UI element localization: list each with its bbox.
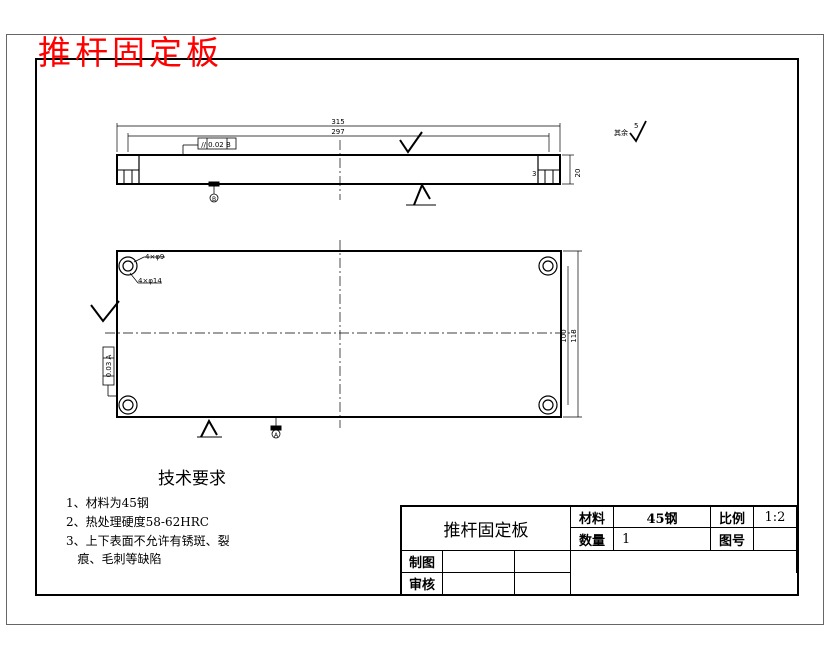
perpendicularity-text: 0.03 A (105, 354, 113, 377)
tb-checked-label: 审核 (408, 578, 435, 593)
general-finish-value: 5 (634, 122, 638, 130)
hole-leader-1 (133, 256, 145, 263)
flatness-text: // 0.02 B (201, 141, 231, 149)
surface-finish-left (90, 300, 120, 323)
dim-text-315: 315 (331, 118, 344, 126)
dim-text-297: 297 (331, 128, 344, 136)
tb-drawing-no-label: 图号 (718, 533, 745, 549)
tb-col-line-3 (514, 550, 515, 594)
flatness-frame (197, 137, 237, 150)
dim-text-height: 20 (574, 169, 582, 178)
general-finish-note: 其余 (614, 128, 628, 137)
hole-top-right (538, 256, 558, 276)
tech-requirements-title: 技术要求 (158, 469, 226, 489)
datum-a-triangle (270, 425, 282, 431)
general-finish (629, 120, 647, 143)
title-block: 推杆固定板 材料 45钢 比例 1:2 数量 1 图号 制图 审核 (400, 505, 798, 594)
tb-scale-label: 比例 (718, 511, 745, 527)
tb-col-line-5 (710, 505, 711, 550)
tech-item-1: 1、材料为45钢 (66, 496, 149, 510)
tb-quantity-value: 1 (622, 531, 631, 547)
hole-bottom-left (118, 395, 138, 415)
hole-top-left (118, 256, 138, 276)
surface-finish-bottom (413, 182, 431, 206)
datum-a-circle (271, 429, 281, 439)
tb-row-line-r2 (570, 550, 798, 551)
tech-item-4: 痕、毛刺等缺陷 (66, 552, 162, 566)
datum-b-triangle (208, 181, 220, 187)
tb-border-right (796, 505, 798, 573)
tb-material-label: 材料 (578, 511, 605, 527)
tb-row-line-1 (400, 550, 570, 551)
tb-material-value: 45钢 (646, 511, 678, 527)
hole-note-2: 4×φ14 (138, 277, 162, 285)
dim-text-118: 118 (570, 329, 578, 342)
hole-bottom-right (538, 395, 558, 415)
tb-scale-value: 1:2 (764, 509, 786, 525)
tb-border-top (400, 505, 798, 507)
hole-note-1: 4×φ9 (145, 253, 164, 261)
perpendicularity-frame (102, 346, 115, 386)
tb-col-line-1 (570, 505, 571, 594)
tb-col-line-6 (753, 505, 754, 550)
tb-col-line-4 (613, 505, 614, 550)
dim-text-100: 100 (560, 329, 568, 342)
tb-quantity-label: 数量 (578, 533, 605, 549)
top-plate-outline (116, 250, 562, 418)
tb-drawing-no-value (754, 528, 796, 550)
surface-finish-top (399, 131, 423, 154)
datum-b-label: B (212, 196, 216, 203)
front-plate-outline (116, 154, 561, 185)
top-view (90, 240, 582, 439)
tech-item-2: 2、热处理硬度58-62HRC (66, 515, 209, 529)
outer-border (6, 34, 824, 625)
surface-finish-bottom-top-view (200, 418, 218, 438)
tb-row-line-2 (400, 572, 570, 573)
dim-text-side: 3 (532, 170, 536, 178)
tb-border-left (400, 505, 402, 594)
tb-row-line-r1 (570, 527, 798, 528)
tech-item-3: 3、上下表面不允许有锈斑、裂 (66, 534, 230, 548)
drawing-frame (35, 58, 799, 596)
tb-drawn-label: 制图 (408, 556, 435, 571)
sheet-title: 推杆固定板 (38, 33, 223, 72)
tb-col-line-2 (442, 550, 443, 594)
datum-b-circle (209, 193, 219, 203)
front-view (116, 123, 574, 206)
datum-a-label: A (274, 432, 279, 439)
general-finish-symbol (629, 120, 647, 143)
hole-leader-2 (129, 272, 139, 284)
tb-part-name: 推杆固定板 (443, 521, 529, 541)
